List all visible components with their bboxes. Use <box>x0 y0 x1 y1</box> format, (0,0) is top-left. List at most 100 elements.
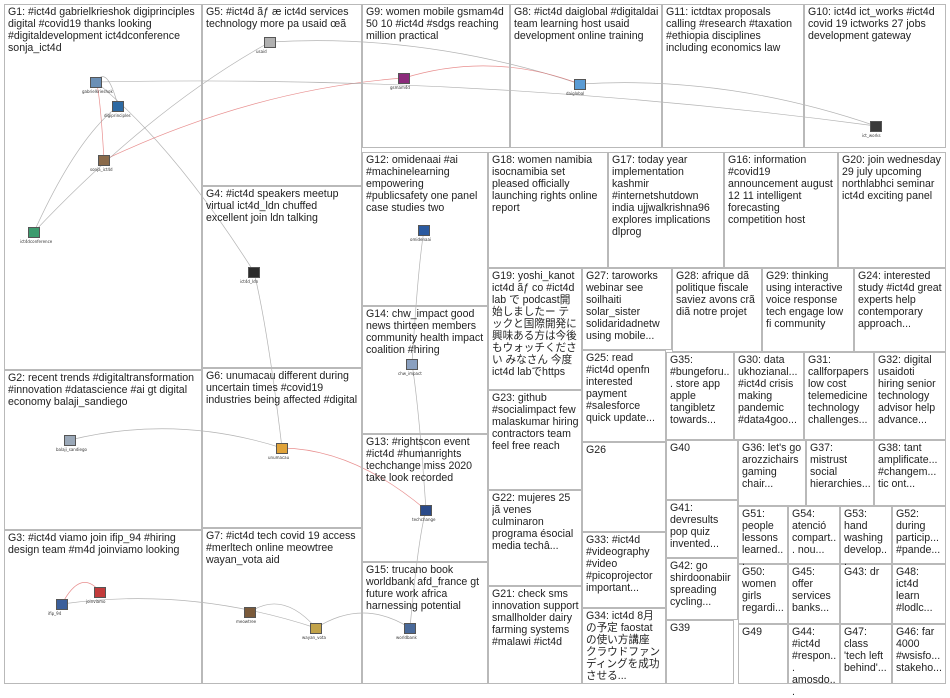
group-panel-g37: G37: mistrust social hierarchies... <box>806 440 874 506</box>
group-label: G9: women mobile gsmam4d 50 10 #ict4d #s… <box>366 6 504 42</box>
graph-node <box>90 77 102 88</box>
graph-node <box>404 623 416 634</box>
group-label: G13: #rightscon event #ict4d #humanright… <box>366 436 473 484</box>
group-panel-g16: G16: information #covid19 announcement a… <box>724 152 838 268</box>
group-label: G5: #ict4d ãƒ æ ict4d services technolog… <box>206 6 349 30</box>
group-label: G23: github #socialimpact few malaskumar… <box>492 392 579 452</box>
group-label: G29: thinking using interactive voice re… <box>766 270 844 330</box>
graph-node-label: gabrielkrieshok <box>82 89 113 94</box>
group-panel-g43: G43: dr <box>840 564 892 624</box>
group-panel-g3: G3: #ict4d viamo join ifip_94 #hiring de… <box>4 530 202 684</box>
graph-edge <box>411 363 427 511</box>
graph-node-label: balaji_sandiego <box>56 447 87 452</box>
group-label: G40 <box>670 442 691 454</box>
graph-node <box>112 101 124 112</box>
group-label: G14: chw_impact good news thirteen membe… <box>366 308 484 356</box>
group-panel-g20: G20: join wednesday 29 july upcoming nor… <box>838 152 946 268</box>
graph-node-label: sonja_ict4d <box>90 167 113 172</box>
group-panel-g5: G5: #ict4d ãƒ æ ict4d services technolog… <box>202 4 362 186</box>
graph-node <box>244 607 256 618</box>
group-panel-g39: G39 <box>666 620 734 684</box>
graph-edge <box>69 428 283 449</box>
group-panel-g31: G31: callforpapers low cost telemedicine… <box>804 352 874 440</box>
group-panel-g10: G10: ict4d ict_works #ict4d covid 19 ict… <box>804 4 946 148</box>
group-panel-g17: G17: today year implementation kashmir #… <box>608 152 724 268</box>
group-panel-g7: G7: #ict4d tech covid 19 access #merltec… <box>202 528 362 684</box>
group-panel-g2: G2: recent trends #digitaltransformation… <box>4 370 202 530</box>
group-panel-g14: G14: chw_impact good news thirteen membe… <box>362 306 488 434</box>
group-label: G11: ictdtax proposals calling #research… <box>666 6 793 54</box>
graph-node <box>574 79 586 90</box>
group-panel-g27: G27: taroworks webinar see soilhaiti sol… <box>582 268 672 350</box>
group-panel-g36: G36: let's go arozzichairs gaming chair.… <box>738 440 806 506</box>
graph-node-label: worldbank <box>396 635 417 640</box>
group-panel-g15: G15: trucano book worldbank afd_france g… <box>362 562 488 684</box>
graph-node <box>56 599 68 610</box>
group-label: G30: data ukhozianal... #ict4d crisis ma… <box>738 354 798 426</box>
graph-node-label: omidenaai <box>410 237 432 242</box>
group-panel-g40: G40 <box>666 440 738 500</box>
group-label: G51: people lessons learned... <box>742 508 784 568</box>
group-label: G19: yoshi_kanot ict4d ãƒ co #ict4d lab … <box>492 270 577 378</box>
group-panel-g25: G25: read #ict4d openfn interested payme… <box>582 350 666 442</box>
group-label: G36: let's go arozzichairs gaming chair.… <box>742 442 802 490</box>
graph-node-label: daiglobal <box>566 91 585 96</box>
group-label: G52: during particip... #pande... <box>896 508 941 556</box>
group-panel-g52: G52: during particip... #pande... <box>892 506 946 564</box>
group-label: G25: read #ict4d openfn interested payme… <box>586 352 655 424</box>
graph-edge <box>403 65 581 85</box>
group-panel-g12: G12: omidenaai #ai #machinelearning empo… <box>362 152 488 306</box>
group-panel-g23: G23: github #socialimpact few malaskumar… <box>488 390 582 490</box>
group-panel-g32: G32: digital usaidoti hiring senior tech… <box>874 352 946 440</box>
graph-node-label: unumacau <box>268 455 290 460</box>
group-label: G3: #ict4d viamo join ifip_94 #hiring de… <box>8 532 180 556</box>
group-panel-g42: G42: go shirdoonabiir spreading cycling.… <box>666 558 738 620</box>
graph-node <box>64 435 76 446</box>
group-label: G4: #ict4d speakers meetup virtual ict4d… <box>206 188 339 224</box>
graph-node <box>418 225 430 236</box>
group-label: G2: recent trends #digitaltransformation… <box>8 372 195 408</box>
group-label: G1: #ict4d gabrielkrieshok digiprinciple… <box>8 6 195 54</box>
group-label: G41: devresults pop quiz invented... <box>670 502 719 550</box>
group-panel-g8: G8: #ict4d daiglobal #digitaldai team le… <box>510 4 662 148</box>
group-label: G39 <box>670 622 691 634</box>
group-panel-g26: G26 <box>582 442 666 532</box>
graph-edge <box>281 447 427 511</box>
graph-node-label: chw_impact <box>398 371 422 376</box>
group-panel-g38: G38: tant amplificate... #changem... tic… <box>874 440 946 506</box>
graph-node <box>870 121 882 132</box>
graph-edge <box>33 105 119 233</box>
group-panel-g24: G24: interested study #ict4d great exper… <box>854 268 946 352</box>
group-label: G32: digital usaidoti hiring senior tech… <box>878 354 936 426</box>
group-label: G31: callforpapers low cost telemedicine… <box>808 354 869 426</box>
group-panel-g51: G51: people lessons learned... <box>738 506 788 568</box>
graph-node <box>310 623 322 634</box>
group-panel-g45: G45: offer services banks... <box>788 564 840 624</box>
graph-node <box>398 73 410 84</box>
graph-node <box>248 267 260 278</box>
group-label: G18: women namibia isocnamibia set pleas… <box>492 154 598 214</box>
graph-node-label: wayan_vota <box>302 635 326 640</box>
graph-node-label: gsmam4d <box>390 85 410 90</box>
graph-node <box>98 155 110 166</box>
graph-node-label: meowtree <box>236 619 257 624</box>
graph-node <box>94 587 106 598</box>
graph-edge <box>253 271 283 449</box>
graph-edge <box>409 509 427 629</box>
group-panel-g4: G4: #ict4d speakers meetup virtual ict4d… <box>202 186 362 368</box>
group-panel-g35: G35: #bungeforu... store app apple tangi… <box>666 352 734 440</box>
graph-edge <box>411 229 425 365</box>
graph-node <box>420 505 432 516</box>
graph-node-label: ict4dconference <box>20 239 53 244</box>
group-label: G53: hand washing develop... <box>844 508 887 568</box>
group-label: G50: women girls regardi... <box>742 566 784 614</box>
graph-node <box>264 37 276 48</box>
group-panel-g22: G22: mujeres 25 jã venes culminaron prog… <box>488 490 582 586</box>
group-label: G28: afrique dã politique fiscale saviez… <box>676 270 755 318</box>
graph-node-label: techchange <box>412 517 436 522</box>
group-panel-g13: G13: #rightscon event #ict4d #humanright… <box>362 434 488 562</box>
group-label: G49 <box>742 626 763 638</box>
group-label: G26 <box>586 444 607 456</box>
